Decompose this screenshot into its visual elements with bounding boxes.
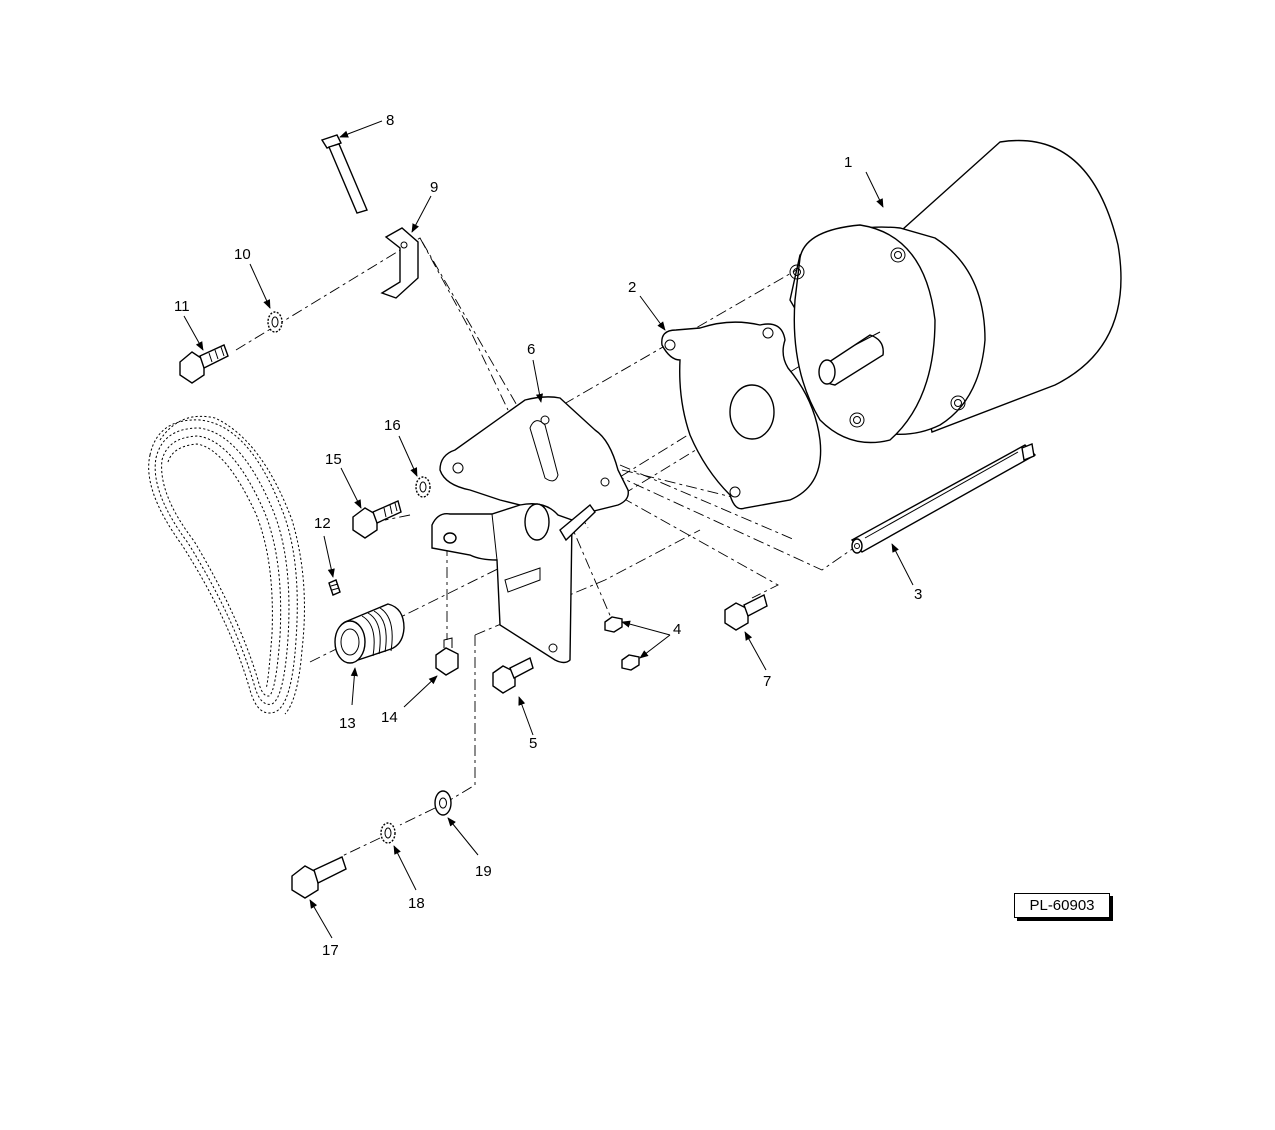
callout-leaders (183, 120, 914, 939)
callout-13: 13 (339, 715, 356, 732)
callout-2: 2 (628, 279, 636, 296)
callout-17: 17 (322, 942, 339, 959)
callout-3: 3 (914, 586, 922, 603)
lock-washer-16 (415, 476, 431, 498)
flat-washer (434, 790, 452, 816)
callout-18: 18 (408, 895, 425, 912)
callout-5: 5 (529, 735, 537, 752)
callout-8: 8 (386, 112, 394, 129)
main-bracket (439, 396, 629, 526)
callout-19: 19 (475, 863, 492, 880)
callout-1: 1 (844, 154, 852, 171)
adapter-plate (661, 321, 822, 510)
lock-washer-10 (267, 311, 283, 333)
lower-bracket (431, 503, 596, 664)
hex-bolt-15 (352, 500, 402, 539)
hex-bolt-11 (179, 344, 229, 384)
standoff-rod (850, 443, 1037, 554)
drive-belt (148, 415, 305, 715)
callout-numbers: 1 2 3 4 5 6 7 8 9 10 11 12 13 14 15 16 1… (174, 112, 922, 959)
flange-screw-5 (492, 657, 534, 694)
callout-12: 12 (314, 515, 331, 532)
flange-screw-7 (724, 593, 768, 631)
pin-bolt (320, 134, 368, 214)
callout-14: 14 (381, 709, 398, 726)
callout-11: 11 (174, 298, 190, 315)
hex-bolt-17 (291, 856, 347, 899)
callout-16: 16 (384, 417, 401, 434)
callout-10: 10 (234, 246, 251, 263)
lock-washer-18 (380, 822, 396, 844)
callout-9: 9 (430, 179, 438, 196)
flange-screw-14 (435, 637, 459, 676)
motor (789, 139, 1122, 444)
pulley (334, 603, 405, 664)
callout-15: 15 (325, 451, 342, 468)
callout-7: 7 (763, 673, 771, 690)
drawing-id-label: PL-60903 (1014, 893, 1110, 918)
angle-clip (380, 227, 419, 299)
callout-4: 4 (673, 621, 681, 638)
callout-6: 6 (527, 341, 535, 358)
set-screw (328, 579, 341, 596)
